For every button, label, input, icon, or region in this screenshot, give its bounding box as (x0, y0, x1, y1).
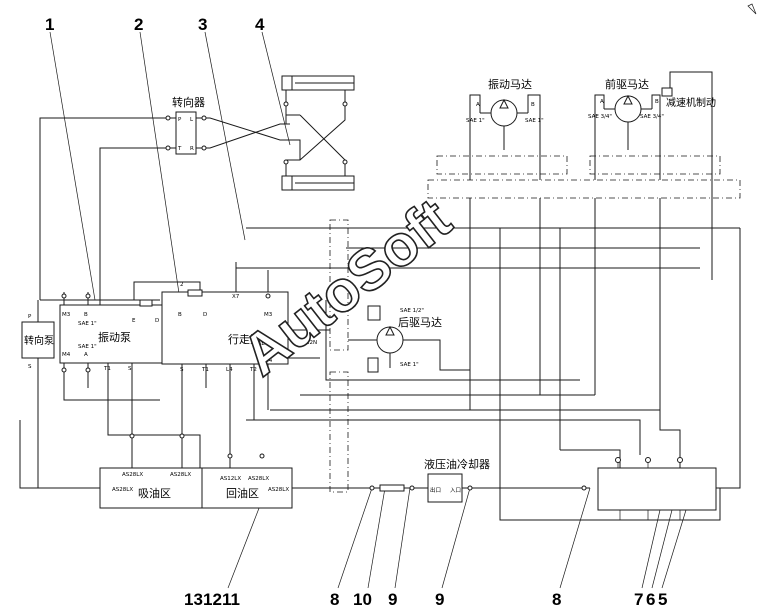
cooler-out: 出口 (430, 486, 441, 494)
rm-sae-bottom: SAE 1" (400, 362, 419, 368)
vp-d: D (155, 318, 159, 324)
tp-sae1: SAE 1" (254, 341, 273, 347)
vp-m4: M4 (62, 352, 71, 358)
steering-unit-piping (39, 115, 301, 300)
tank-manifold (99, 467, 293, 509)
callout-3: 3 (198, 15, 207, 34)
callout-leaders (49, 31, 687, 589)
port-t: T (177, 146, 182, 152)
steering-cylinder-piping (283, 100, 348, 166)
steering-cylinder-top (281, 75, 355, 100)
vp-s: S (128, 366, 132, 372)
steering-pump (21, 321, 55, 359)
tank-port-2: AS28LX (170, 472, 191, 478)
tp-t2: T2 (249, 367, 257, 373)
steering-unit-label: 转向器 (172, 95, 205, 109)
tank-port-4: AS12LX (220, 476, 241, 482)
callout-4: 4 (255, 15, 265, 34)
vm-port-a: A (476, 102, 480, 108)
callout-5: 5 (658, 590, 667, 609)
steering-unit (175, 111, 197, 155)
front-motor (594, 71, 713, 280)
vibration-pump (59, 304, 163, 364)
cooler-line (292, 484, 590, 492)
corner-mark (747, 3, 757, 15)
rear-motor (348, 305, 470, 373)
tank-port-1: AS28LX (122, 472, 143, 478)
callout-7: 7 (634, 590, 643, 609)
pilot-valve (187, 289, 203, 297)
oil-cooler-label: 液压油冷却器 (424, 457, 490, 471)
vp-e: E (132, 318, 136, 324)
tp-t1: T1 (201, 367, 209, 373)
callout-6: 6 (646, 590, 655, 609)
callout-9b: 9 (435, 590, 444, 609)
tp-12n: 12N (306, 340, 317, 346)
tank-port-6: AS28LX (268, 487, 289, 493)
tank-port-5: AS28LX (248, 476, 269, 482)
fm-sae-b: SAE 3/4" (640, 114, 664, 120)
cooler-in: 入口 (450, 487, 461, 494)
watermark: AutoSoft (230, 186, 463, 388)
vp-m3: M3 (62, 312, 71, 318)
callout-10: 10 (353, 590, 372, 609)
control-valve-block (597, 467, 717, 511)
tp-x7: X7 (232, 294, 240, 300)
rear-motor-label: 后驱马达 (398, 316, 442, 329)
pump-piping (40, 268, 330, 470)
suction-zone-label: 吸油区 (138, 486, 171, 500)
sp-port-s: S (28, 364, 32, 370)
callout-9: 9 (388, 590, 397, 609)
steering-cylinder-bottom (281, 166, 355, 191)
steering-pump-label: 转向泵 (24, 334, 54, 347)
vp-b: B (84, 312, 88, 318)
vibration-motor (469, 94, 541, 180)
tp-m3: M3 (264, 312, 273, 318)
tp-d: D (203, 312, 207, 318)
vibration-motor-label: 振动马达 (488, 77, 532, 91)
tank-port-3: AS28LX (112, 487, 133, 493)
vp-t1: T1 (103, 366, 111, 372)
callout-11: 11 (222, 590, 240, 609)
callout-8b: 8 (552, 590, 561, 609)
vp-sae-b: SAE 1" (78, 321, 97, 327)
sp-port-p: P (28, 314, 32, 320)
vm-port-b: B (531, 102, 535, 108)
tp-b: B (178, 312, 182, 318)
front-motor-label: 前驱马达 (605, 77, 649, 91)
pilot-line (133, 281, 201, 300)
vibration-pump-label: 振动泵 (98, 330, 131, 344)
pilot-label: 2 (180, 282, 184, 288)
callout-1: 1 (45, 15, 54, 34)
fm-port-a: A (600, 99, 604, 105)
main-piping (19, 198, 741, 521)
callout-13: 13 (184, 590, 203, 609)
fm-sae-a: SAE 3/4" (588, 114, 612, 120)
pilot-filter (139, 299, 153, 307)
oil-cooler (427, 473, 463, 503)
vm-sae-b: SAE 1" (525, 118, 544, 124)
vm-sae-a: SAE 1" (466, 118, 485, 124)
port-p: P (178, 117, 182, 123)
rm-sae-top: SAE 1/2" (400, 308, 424, 314)
callout-12: 12 (203, 590, 222, 609)
tp-m4: M4 (264, 358, 273, 364)
vp-sae-a: SAE 1" (78, 344, 97, 350)
sp-pipe-bottom (37, 358, 100, 489)
return-zone-label: 回油区 (226, 486, 259, 500)
callout-2: 2 (134, 15, 143, 34)
control-valve-ports (615, 457, 683, 520)
fm-port-b: B (655, 99, 659, 105)
travel-pump (161, 291, 289, 365)
port-r: R (190, 146, 194, 152)
vp-a: A (84, 352, 88, 358)
frame-dashed (329, 155, 741, 493)
reducer-brake-label: 减速机制动 (666, 96, 716, 109)
callout-8: 8 (330, 590, 339, 609)
travel-pump-label: 行走泵 (228, 333, 261, 346)
port-l: L (190, 117, 194, 123)
